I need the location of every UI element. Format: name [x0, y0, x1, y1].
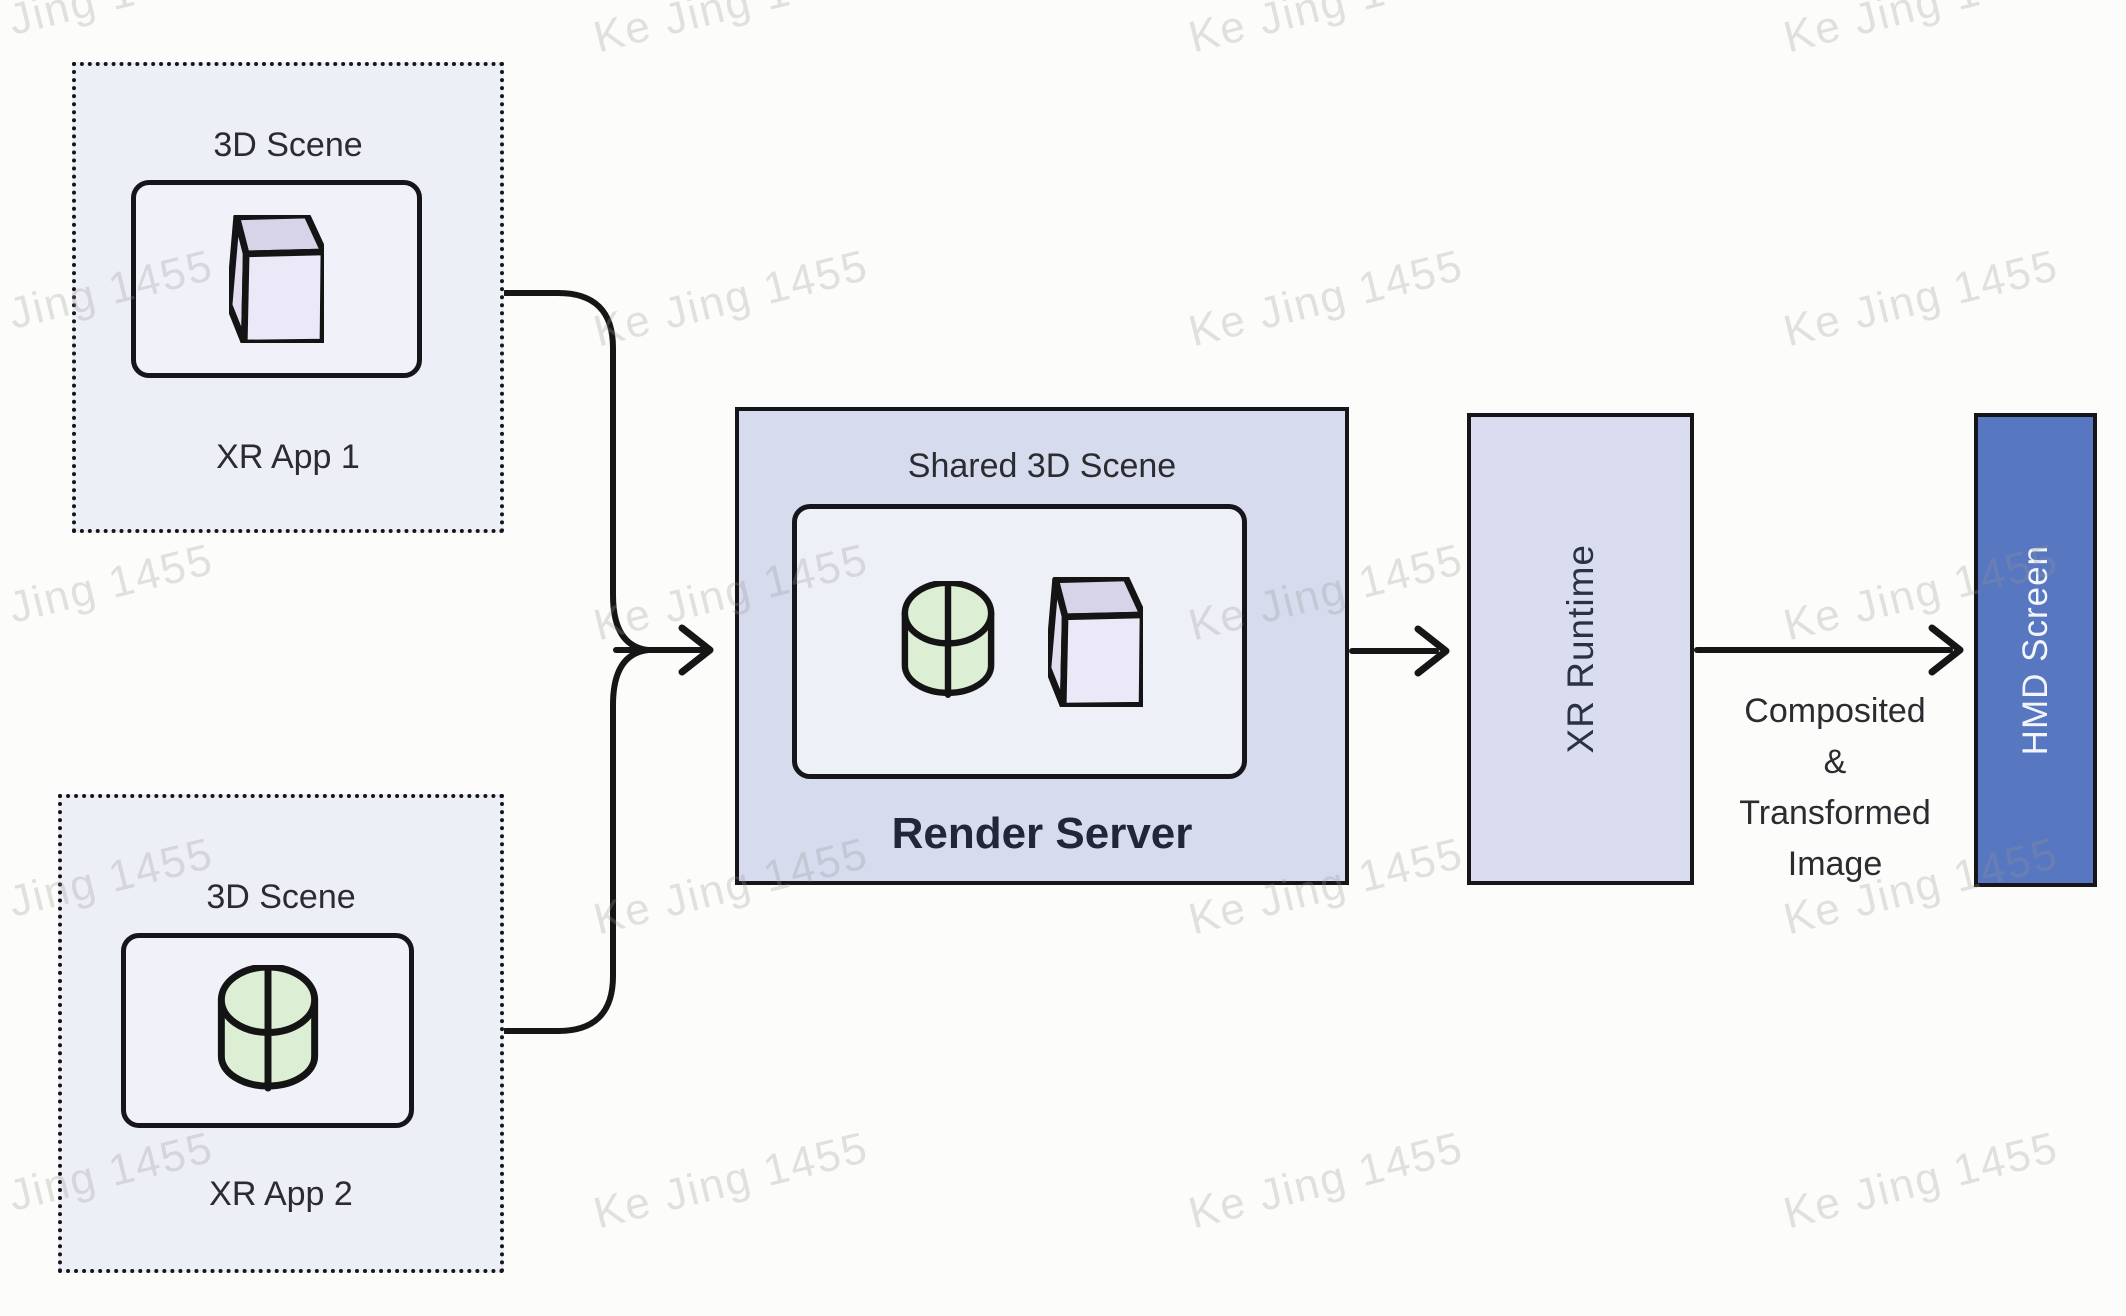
cylinder-icon — [217, 964, 318, 1092]
scene-frame — [131, 180, 422, 378]
scene-title: 3D Scene — [206, 878, 356, 916]
flow-label: Composited & Transformed Image — [1690, 686, 1980, 890]
cylinder-icon — [901, 580, 995, 698]
flow-label-line: Composited — [1744, 692, 1926, 730]
arrowhead-hmd — [1928, 624, 1964, 676]
flow-label-line: & — [1823, 743, 1847, 781]
hmd-screen-label: HMD Screen — [2015, 544, 2055, 756]
shared-scene-frame — [792, 504, 1247, 779]
arrow-app2-to-merge — [502, 647, 651, 1034]
flow-label-line: Transformed — [1739, 794, 1931, 832]
cube-icon — [229, 215, 324, 343]
render-server-label: Render Server — [891, 809, 1193, 858]
xr-runtime-box: XR Runtime — [1467, 413, 1694, 885]
app-label: XR App 2 — [209, 1175, 353, 1213]
xr-app-1-box: 3D Scene XR App 1 — [72, 62, 504, 533]
render-server-box: Shared 3D Scene Render Server — [735, 407, 1349, 885]
arrowhead-render-server — [678, 624, 714, 676]
scene-title: 3D Scene — [213, 126, 363, 164]
xr-runtime-label: XR Runtime — [1559, 544, 1601, 754]
app-label: XR App 1 — [216, 438, 360, 476]
cube-icon — [1048, 576, 1143, 707]
xr-app-2-box: 3D Scene XR App 2 — [58, 794, 504, 1273]
arrow-app1-to-merge — [502, 290, 651, 653]
hmd-screen-box: HMD Screen — [1974, 413, 2097, 887]
flow-label-line: Image — [1787, 845, 1883, 883]
shared-scene-title: Shared 3D Scene — [907, 447, 1177, 485]
arrowhead-runtime — [1414, 625, 1450, 677]
scene-frame — [121, 933, 414, 1128]
